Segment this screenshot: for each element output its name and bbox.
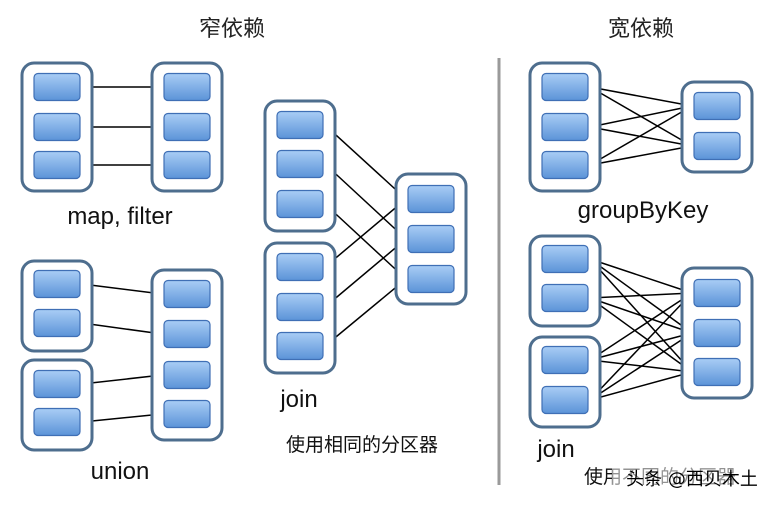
partition-jw-src2-1 xyxy=(541,385,589,415)
rdd-mf-src xyxy=(20,61,94,193)
partition-jn-src1-2 xyxy=(276,189,324,219)
dependency-edges xyxy=(81,81,694,423)
edge-join-narrow-1 xyxy=(324,163,407,240)
watermark: 头条 @西贝木土 xyxy=(626,469,758,490)
edge-join-narrow-2 xyxy=(324,203,407,280)
partition-mf-src-1 xyxy=(33,112,81,142)
rdd-jn-src1 xyxy=(263,99,337,233)
partition-jw-src1-0 xyxy=(541,244,589,274)
partition-jw-dst-0 xyxy=(693,278,741,308)
partition-un-dst-1 xyxy=(163,319,211,349)
rdd-gb-src xyxy=(528,61,602,193)
edge-join-wide-6 xyxy=(589,292,693,361)
partition-un-src1-1 xyxy=(33,308,81,338)
partition-groups xyxy=(20,61,754,452)
edge-join-wide-9 xyxy=(589,292,693,401)
edge-groupbykey-0 xyxy=(589,86,694,110)
partition-un-src2-1 xyxy=(33,407,81,437)
rdd-gb-dst xyxy=(680,80,754,174)
rdd-mf-dst xyxy=(150,61,224,193)
rdd-jn-dst xyxy=(394,172,468,306)
partition-un-dst-2 xyxy=(163,360,211,390)
edge-union-1 xyxy=(81,322,164,338)
partition-un-dst-0 xyxy=(163,279,211,309)
partition-mf-src-0 xyxy=(33,72,81,102)
partition-gb-src-2 xyxy=(541,150,589,180)
partition-jw-dst-2 xyxy=(693,357,741,387)
partition-jn-src2-2 xyxy=(276,331,324,361)
partition-jw-src2-0 xyxy=(541,345,589,375)
partition-un-dst-3 xyxy=(163,399,211,429)
edge-groupbykey-4 xyxy=(589,105,693,166)
partition-mf-dst-1 xyxy=(163,112,211,142)
edge-union-0 xyxy=(81,283,164,299)
union-label: union xyxy=(91,458,150,485)
partition-mf-dst-2 xyxy=(163,150,211,180)
narrow-dependency-title: 窄依赖 xyxy=(199,17,265,42)
edge-join-narrow-3 xyxy=(324,198,407,268)
rdd-jw-src1 xyxy=(528,234,602,328)
rdd-jw-src2 xyxy=(528,335,602,429)
partition-jw-dst-1 xyxy=(693,318,741,348)
partition-un-src2-0 xyxy=(33,369,81,399)
same-partitioner-note: 使用相同的分区器 xyxy=(286,434,438,456)
partition-gb-src-1 xyxy=(541,112,589,142)
edge-union-2 xyxy=(81,370,164,385)
edge-join-narrow-4 xyxy=(324,238,407,308)
partition-jn-dst-1 xyxy=(407,224,455,254)
edge-union-3 xyxy=(81,409,164,423)
edge-groupbykey-5 xyxy=(589,142,694,166)
rdd-un-src1 xyxy=(20,259,94,353)
partition-gb-src-0 xyxy=(541,72,589,102)
partition-mf-src-2 xyxy=(33,150,81,180)
join-narrow-label: join xyxy=(279,386,317,413)
groupbykey-label: groupByKey xyxy=(578,197,709,224)
partition-gb-dst-1 xyxy=(693,131,741,161)
partition-jn-dst-2 xyxy=(407,264,455,294)
partition-jn-src2-0 xyxy=(276,252,324,282)
rdd-box-un-dst xyxy=(150,268,224,442)
edge-join-wide-4 xyxy=(589,297,693,335)
partition-jn-src2-1 xyxy=(276,292,324,322)
wide-dependency-title: 宽依赖 xyxy=(608,17,674,42)
edge-join-wide-5 xyxy=(589,297,693,373)
rdd-jw-dst xyxy=(680,266,754,400)
edge-join-narrow-5 xyxy=(324,278,407,347)
watermark-backdrop xyxy=(612,465,772,491)
edge-groupbykey-3 xyxy=(589,126,694,150)
join-wide-label: join xyxy=(536,436,574,463)
partition-jn-dst-0 xyxy=(407,184,455,214)
partition-jn-src1-1 xyxy=(276,149,324,179)
edge-groupbykey-2 xyxy=(589,102,694,128)
rdd-un-src2 xyxy=(20,358,94,452)
rdd-un-dst xyxy=(150,268,224,442)
edge-join-wide-11 xyxy=(589,369,694,401)
partition-mf-dst-0 xyxy=(163,72,211,102)
partition-gb-dst-0 xyxy=(693,91,741,121)
edge-join-narrow-0 xyxy=(324,124,407,200)
map-filter-label: map, filter xyxy=(67,203,172,230)
partition-jn-src1-0 xyxy=(276,110,324,140)
edge-join-wide-0 xyxy=(589,258,693,295)
edge-join-wide-10 xyxy=(589,332,693,401)
edge-join-wide-3 xyxy=(589,288,694,299)
partition-jw-src1-1 xyxy=(541,283,589,313)
partition-un-src1-0 xyxy=(33,269,81,299)
rdd-jn-src2 xyxy=(263,241,337,375)
